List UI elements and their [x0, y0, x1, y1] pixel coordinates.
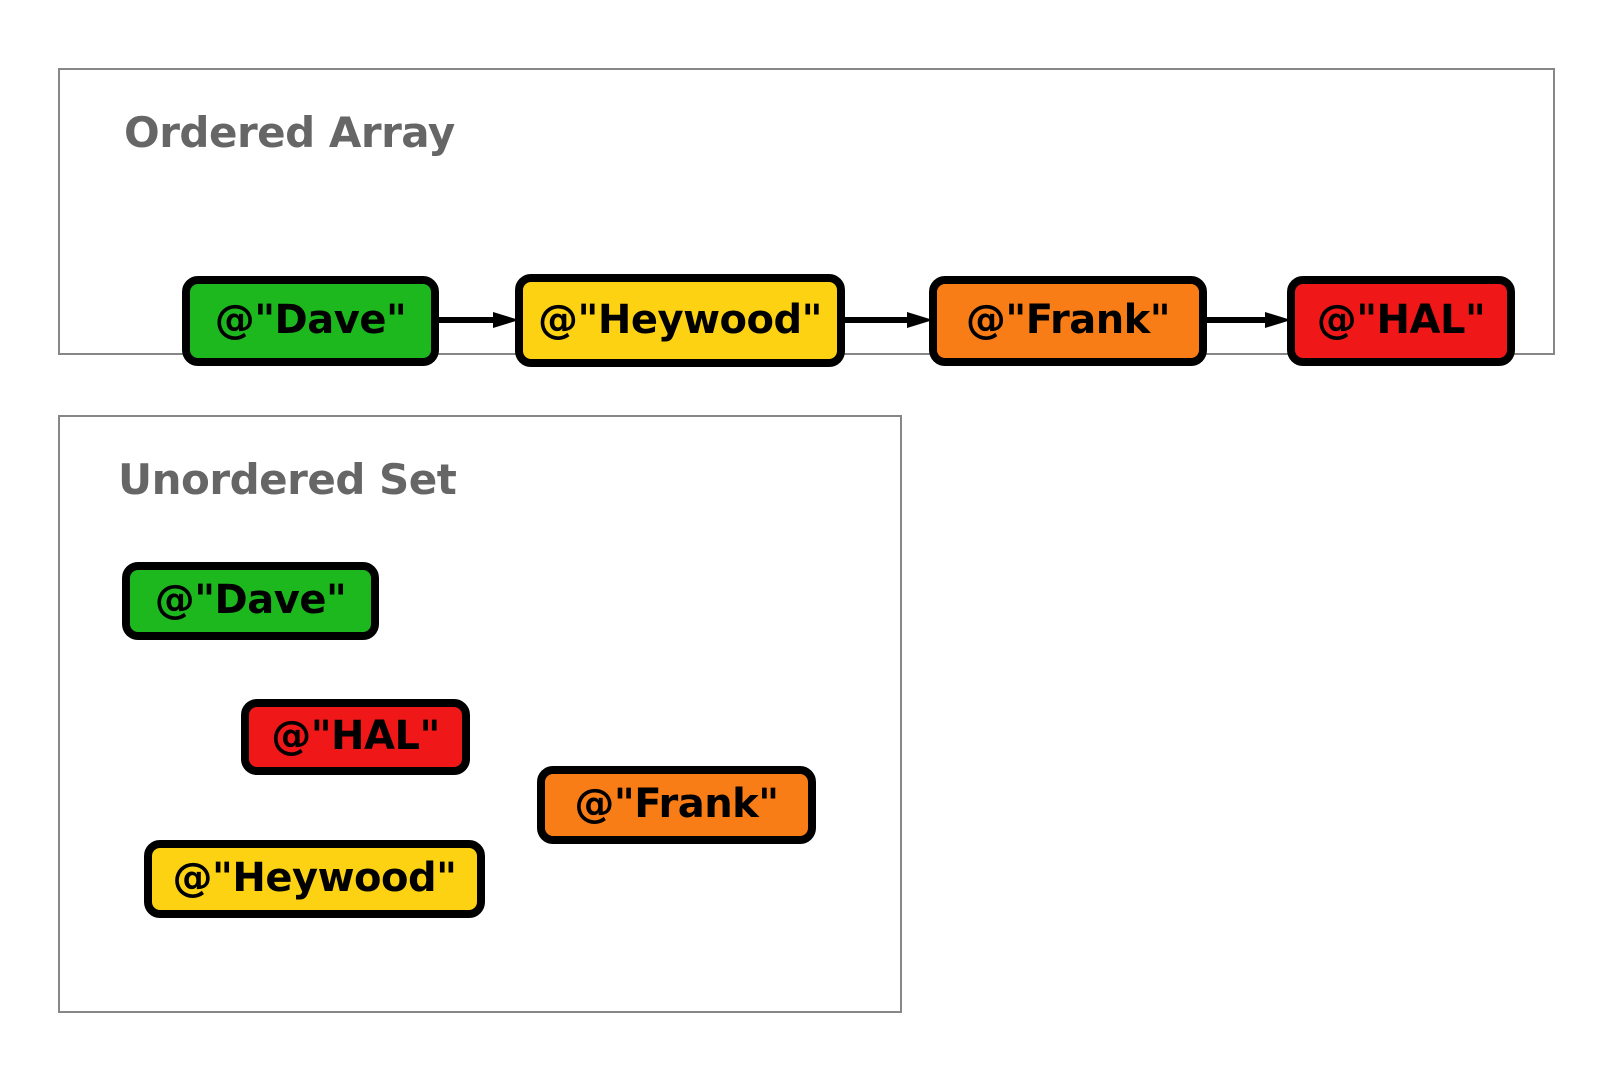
- array-node-heywood-label: @"Heywood": [538, 296, 822, 343]
- array-node-frank[interactable]: @"Frank": [929, 276, 1207, 366]
- array-node-hal[interactable]: @"HAL": [1287, 276, 1515, 366]
- arrow-right-icon: [437, 312, 519, 328]
- ordered-array-panel: Ordered Array @"Dave" @"Heywood" @"Frank…: [58, 68, 1555, 367]
- array-node-frank-label: @"Frank": [965, 297, 1171, 343]
- arrow-right-icon: [843, 312, 933, 328]
- set-node-hal-label: @"HAL": [271, 713, 440, 759]
- set-node-dave[interactable]: @"Dave": [122, 562, 379, 640]
- set-node-hal[interactable]: @"HAL": [241, 699, 470, 775]
- set-node-heywood-label: @"Heywood": [172, 855, 457, 901]
- array-node-dave[interactable]: @"Dave": [182, 276, 439, 366]
- unordered-set-title: Unordered Set: [118, 455, 457, 504]
- array-node-hal-label: @"HAL": [1316, 297, 1486, 343]
- unordered-set-panel: Unordered Set: [58, 415, 902, 1013]
- set-node-dave-label: @"Dave": [154, 577, 347, 623]
- arrow-right-icon: [1205, 312, 1291, 328]
- set-node-frank-label: @"Frank": [574, 781, 779, 827]
- ordered-array-title: Ordered Array: [124, 108, 455, 157]
- array-node-heywood[interactable]: @"Heywood": [515, 274, 845, 367]
- set-node-heywood[interactable]: @"Heywood": [144, 840, 485, 918]
- set-node-frank[interactable]: @"Frank": [537, 766, 816, 844]
- array-node-dave-label: @"Dave": [214, 297, 407, 343]
